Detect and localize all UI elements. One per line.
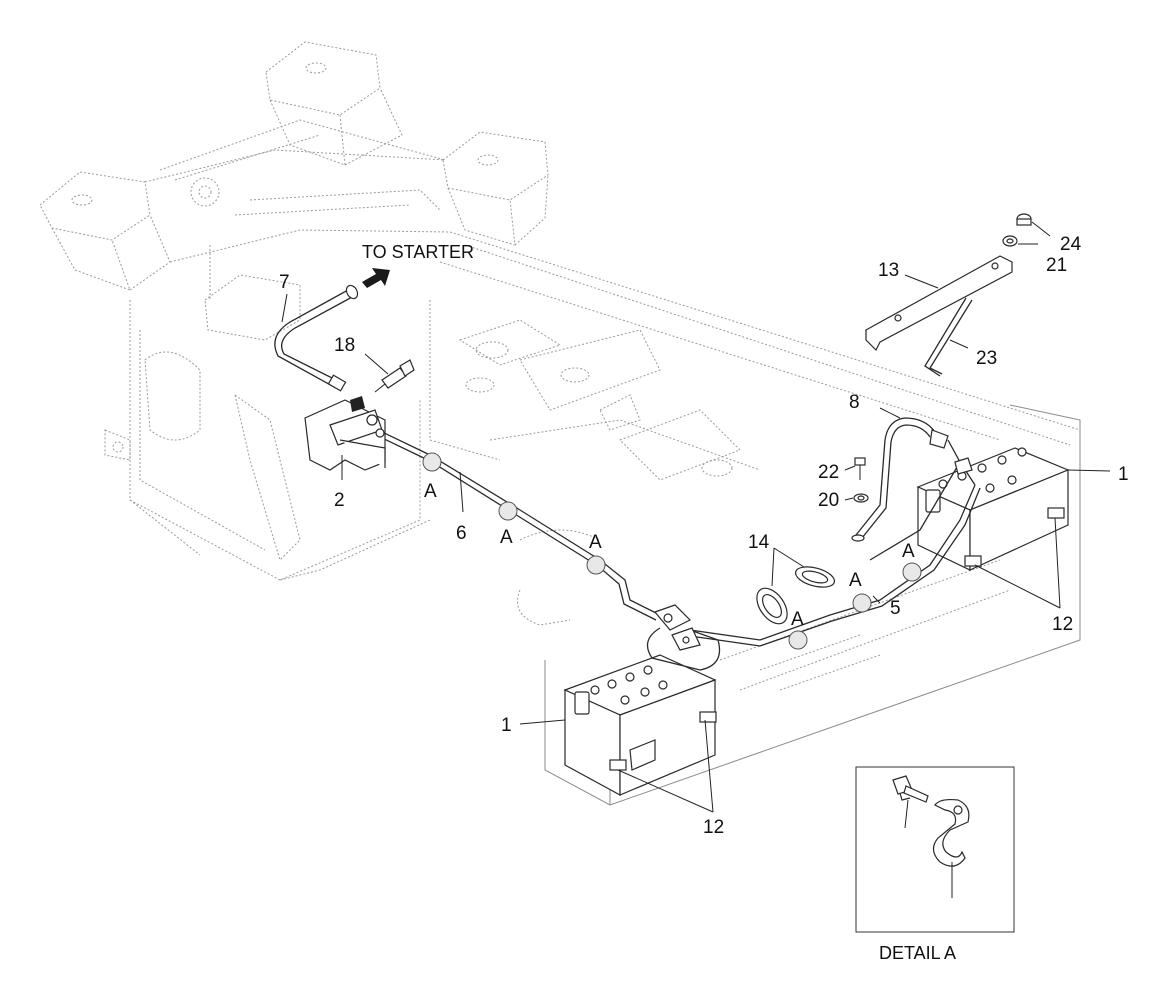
nut-24 bbox=[1016, 213, 1032, 226]
clamp-label-3: A bbox=[589, 532, 602, 553]
washer-21 bbox=[1002, 235, 1018, 247]
detail-a-title: DETAIL A bbox=[879, 943, 956, 963]
left-side-plate bbox=[104, 300, 431, 581]
hold-down-rod-23 bbox=[924, 297, 973, 377]
callout-6: 6 bbox=[456, 523, 467, 544]
bolt-18 bbox=[374, 359, 415, 393]
callout-12-right: 12 bbox=[1052, 614, 1073, 635]
cable-clamp-19 bbox=[932, 798, 970, 898]
callout-22: 22 bbox=[818, 462, 839, 483]
battery-switch-bracket bbox=[304, 396, 386, 471]
callout-18: 18 bbox=[334, 335, 355, 356]
clamp-marker-labels: A A A A A A bbox=[424, 481, 915, 630]
clamp-label-2: A bbox=[500, 527, 513, 548]
callout-13: 13 bbox=[878, 260, 899, 281]
clamp-label-1: A bbox=[424, 481, 437, 502]
detail-a-box bbox=[855, 766, 1015, 933]
callout-20: 20 bbox=[818, 490, 839, 511]
to-starter-label: TO STARTER bbox=[362, 242, 474, 262]
starter-arrow-icon bbox=[362, 268, 390, 288]
clamp-marker-6 bbox=[902, 562, 922, 582]
clamp-marker-1 bbox=[422, 452, 442, 472]
callout-12-left: 12 bbox=[703, 817, 724, 838]
bolt-22 bbox=[854, 457, 866, 480]
hold-down-bar-13 bbox=[865, 255, 1013, 352]
clamp-label-4: A bbox=[791, 609, 804, 630]
cable-8 bbox=[851, 417, 949, 542]
callout-24: 24 bbox=[1060, 234, 1082, 255]
callout-7: 7 bbox=[279, 272, 290, 293]
callout-1-lower: 1 bbox=[501, 715, 512, 736]
cable-7-starter bbox=[274, 284, 359, 392]
terminal-connector-center bbox=[653, 604, 701, 651]
callout-21: 21 bbox=[1046, 255, 1067, 276]
callout-1-upper: 1 bbox=[1118, 464, 1129, 485]
grommets-14 bbox=[756, 566, 836, 625]
callout-23: 23 bbox=[976, 348, 997, 369]
callout-14: 14 bbox=[748, 532, 770, 553]
clamp-marker-4 bbox=[788, 630, 808, 650]
washer-20 bbox=[853, 493, 869, 503]
upper-frame-structure bbox=[39, 41, 1081, 446]
clamp-marker-5 bbox=[852, 593, 872, 613]
bolt-17 bbox=[892, 775, 929, 829]
callout-2: 2 bbox=[334, 490, 345, 511]
leader-lines bbox=[281, 221, 1111, 813]
clamp-marker-3 bbox=[586, 555, 606, 575]
clamp-label-6: A bbox=[902, 541, 915, 562]
clamp-markers bbox=[422, 452, 922, 650]
callout-5: 5 bbox=[890, 598, 901, 619]
clamp-marker-2 bbox=[498, 501, 518, 521]
terminal-cable-links bbox=[869, 439, 976, 561]
battery-lower bbox=[563, 654, 717, 797]
cable-5 bbox=[646, 484, 981, 671]
callout-8: 8 bbox=[849, 392, 860, 413]
clamp-label-5: A bbox=[849, 570, 862, 591]
center-frame-details bbox=[429, 300, 761, 541]
battery-upper bbox=[916, 447, 1070, 571]
